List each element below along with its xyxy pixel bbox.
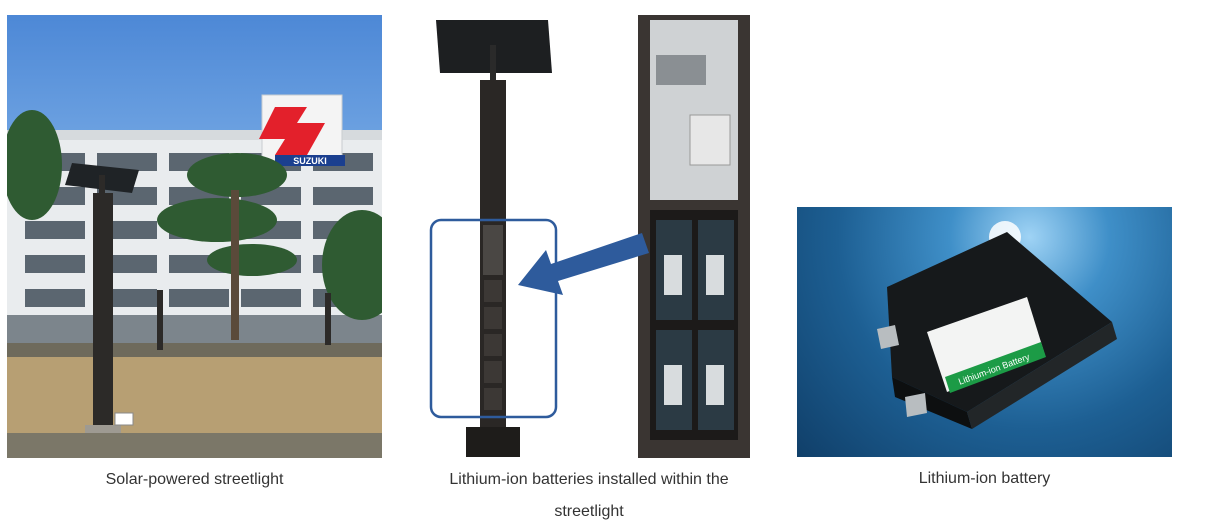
battery-installation-illustration (429, 15, 750, 458)
caption-batteries-in-streetlight: Lithium-ion batteries installed within t… (449, 471, 729, 520)
photo-lithium-ion-battery: Lithium-ion Battery (797, 207, 1172, 457)
photo-solar-streetlight: SUZUKI (7, 15, 382, 458)
brand-sign-text: SUZUKI (293, 156, 327, 166)
lithium-ion-battery-illustration: Lithium-ion Battery (877, 221, 1117, 429)
solar-streetlight-illustration: SUZUKI (7, 94, 382, 458)
caption-solar-streetlight: Solar-powered streetlight (105, 471, 284, 488)
photo-batteries-in-streetlight (428, 15, 750, 458)
arrow-left-icon (518, 233, 649, 295)
caption-lithium-ion-battery: Lithium-ion battery (918, 470, 1051, 487)
highlight-box (429, 218, 558, 419)
